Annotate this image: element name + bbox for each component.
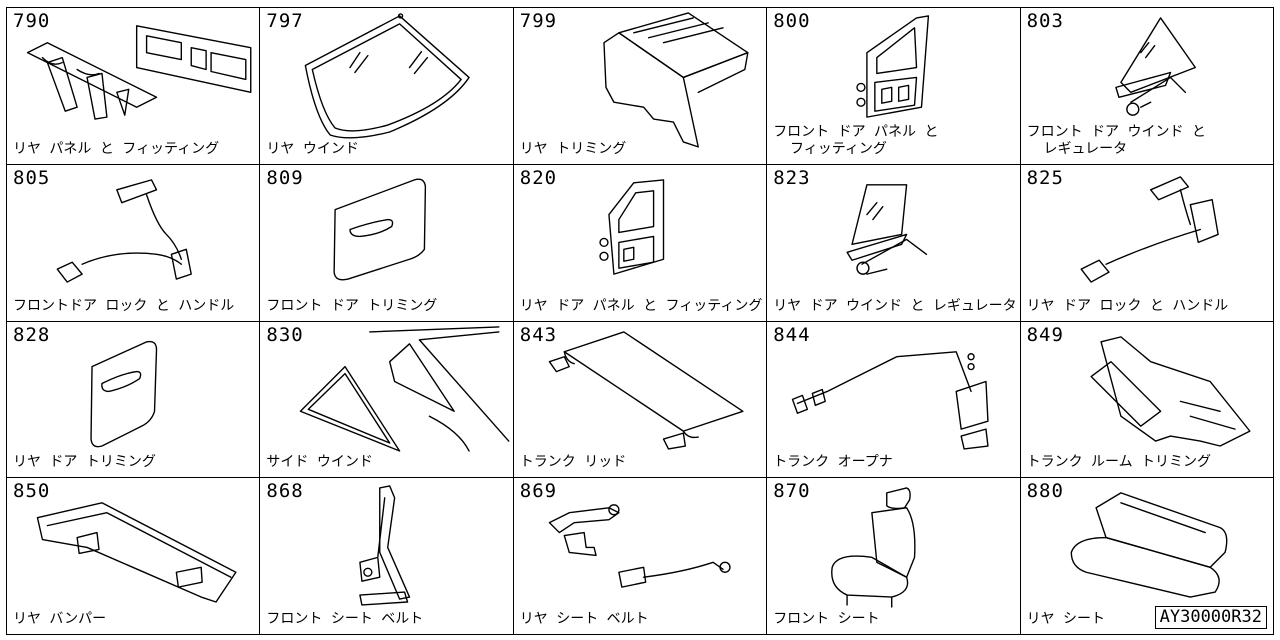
part-cell-820[interactable]: 820 リヤ ドア パネル と フィッティング: [513, 164, 768, 322]
part-code: 844: [773, 323, 811, 346]
reference-code: AY30000R32: [1154, 606, 1267, 629]
part-label: サイド ウインド: [266, 454, 373, 471]
part-cell-880[interactable]: 880 リヤ シート AY30000R32: [1020, 478, 1274, 635]
rear-door-trim-illustration: [90, 340, 158, 447]
part-code: 823: [773, 166, 811, 189]
part-cell-825[interactable]: 825 リヤ ドア ロック と ハンドル: [1020, 164, 1274, 322]
part-label: リヤ ドア トリミング: [13, 454, 156, 471]
trunk-lid-illustration: [548, 330, 744, 450]
front-seat-belt-illustration: [359, 485, 411, 606]
part-cell-797[interactable]: 797 リヤ ウインド: [260, 8, 514, 165]
rear-trimming-illustration: [603, 12, 749, 148]
part-label: フロント ドア トリミング: [266, 297, 438, 314]
rear-door-panel-illustration: [599, 178, 664, 275]
part-cell-844[interactable]: 844 トランク オープナ: [767, 321, 1021, 479]
part-label: リヤ ドア ウインド と レギュレータ: [773, 297, 1017, 314]
part-label: フロント シート ベルト: [266, 611, 424, 627]
front-door-lock-illustration: [56, 178, 192, 283]
part-code: 800: [773, 10, 811, 32]
part-code: 868: [266, 480, 304, 503]
part-code: 830: [266, 323, 304, 346]
rear-bumper-illustration: [36, 502, 237, 603]
part-code: 803: [1026, 10, 1064, 32]
part-code: 799: [519, 10, 558, 32]
part-label: リヤ パネル と フィッティング: [13, 140, 220, 157]
part-cell-870[interactable]: 870 フロント シート: [767, 478, 1021, 635]
rear-seat-illustration: [1070, 492, 1227, 598]
part-cell-799[interactable]: 799 リヤ トリミング: [513, 8, 768, 165]
part-code: 820: [519, 166, 558, 189]
part-code: 880: [1026, 480, 1064, 503]
part-label: リヤ シート: [1026, 611, 1106, 627]
part-label: フロントドア ロック と ハンドル: [13, 297, 235, 314]
part-label: リヤ ドア ロック と ハンドル: [1026, 297, 1229, 314]
trunk-room-trim-illustration: [1090, 335, 1251, 447]
part-label: リヤ ドア パネル と フィッティング: [519, 297, 763, 314]
part-cell-830[interactable]: 830 サイド ウインド: [260, 321, 514, 479]
part-label: フロント ドア パネル と フィッティング: [773, 123, 939, 157]
part-label: トランク リッド: [519, 454, 627, 471]
part-cell-809[interactable]: 809 フロント ドア トリミング: [260, 164, 514, 322]
part-cell-805[interactable]: 805 フロントドア ロック と ハンドル: [7, 164, 261, 322]
part-code: 797: [266, 10, 304, 32]
part-code: 790: [13, 10, 51, 32]
part-cell-828[interactable]: 828 リヤ ドア トリミング: [7, 321, 261, 479]
part-cell-849[interactable]: 849 トランク ルーム トリミング: [1020, 321, 1274, 479]
part-code: 849: [1026, 323, 1064, 346]
part-label: リヤ トリミング: [519, 140, 627, 157]
rear-door-window-illustration: [846, 183, 928, 275]
part-code: 850: [13, 480, 51, 503]
part-cell-803[interactable]: 803 フロント ドア ウインド と レギュレータ: [1020, 8, 1274, 165]
part-cell-823[interactable]: 823 リヤ ドア ウインド と レギュレータ: [767, 164, 1021, 322]
part-code: 869: [519, 480, 558, 503]
trunk-opener-illustration: [792, 350, 989, 450]
part-code: 825: [1026, 166, 1064, 189]
part-code: 809: [266, 166, 304, 189]
part-cell-868[interactable]: 868 フロント シート ベルト: [260, 478, 514, 635]
part-cell-850[interactable]: 850 リヤ バンパー: [7, 478, 261, 635]
part-cell-800[interactable]: 800 フロント ドア パネル と フィッティング: [767, 8, 1021, 165]
part-label: リヤ ウインド: [266, 140, 359, 157]
front-door-trim-illustration: [333, 178, 427, 281]
rear-panel-illustration: [26, 25, 252, 120]
side-window-illustration: [300, 325, 510, 452]
part-label: フロント シート: [773, 611, 880, 627]
part-code: 843: [519, 323, 558, 346]
front-seat-illustration: [831, 487, 916, 608]
part-label: トランク オープナ: [773, 454, 893, 471]
rear-seat-belt-illustration: [548, 504, 731, 589]
parts-grid: 790 リヤ パネル と フィッティング 797 リヤ ウインド 799 リヤ …: [6, 7, 1274, 635]
front-door-window-illustration: [1114, 17, 1196, 116]
part-code: 805: [13, 166, 51, 189]
part-label: リヤ シート ベルト: [519, 611, 649, 627]
part-label: フロント ドア ウインド と レギュレータ: [1026, 123, 1206, 157]
part-cell-869[interactable]: 869 リヤ シート ベルト: [513, 478, 768, 635]
rear-window-illustration: [305, 13, 471, 139]
part-label: リヤ バンパー: [13, 611, 107, 627]
part-label: トランク ルーム トリミング: [1026, 454, 1212, 471]
part-code: 870: [773, 480, 811, 503]
part-code: 828: [13, 323, 51, 346]
front-door-panel-illustration: [856, 15, 930, 118]
part-cell-843[interactable]: 843 トランク リッド: [513, 321, 768, 479]
rear-door-lock-illustration: [1080, 175, 1219, 283]
part-cell-790[interactable]: 790 リヤ パネル と フィッティング: [7, 8, 261, 165]
